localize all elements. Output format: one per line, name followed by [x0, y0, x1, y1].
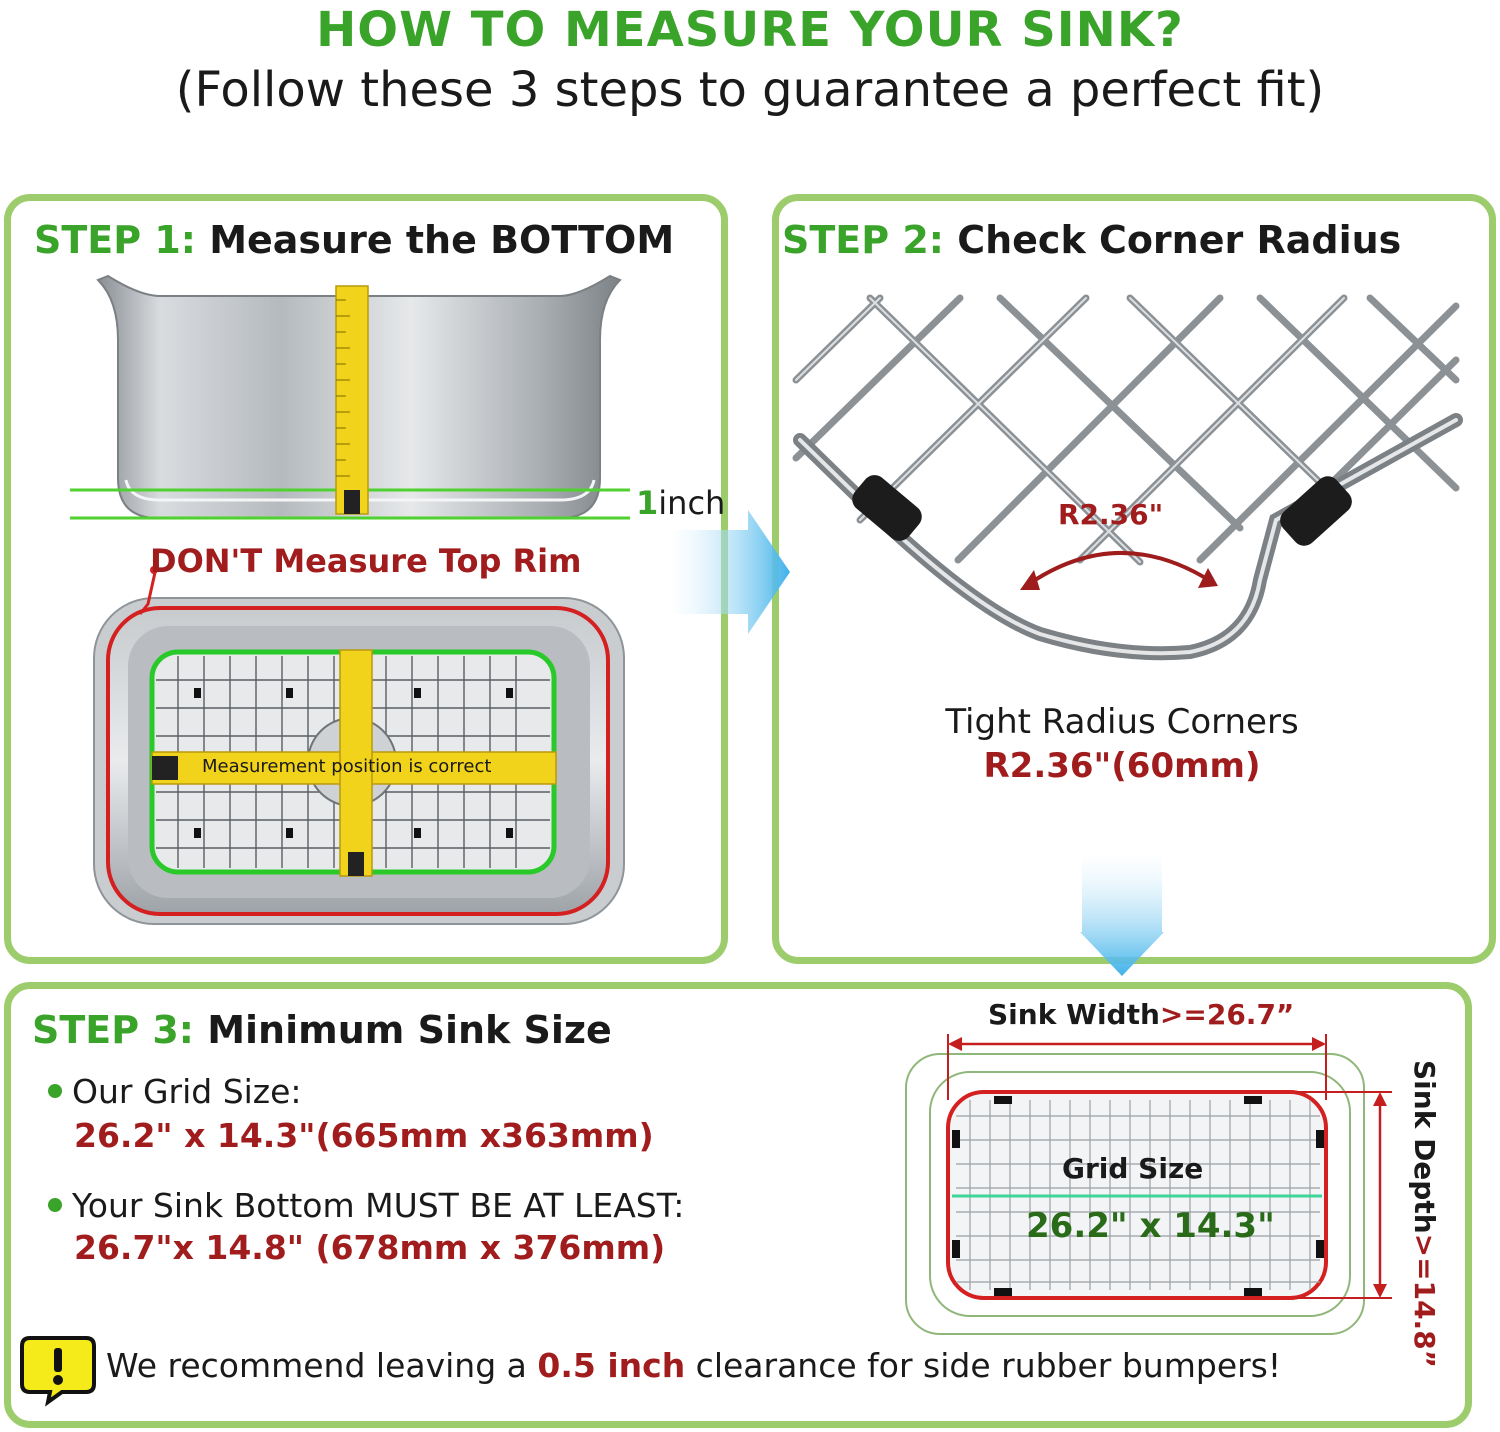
alert-icon	[20, 1336, 96, 1407]
note-text-after: clearance for side rubber bumpers!	[685, 1346, 1282, 1385]
step2-title: Check Corner Radius	[957, 218, 1402, 262]
step1-heading: STEP 1: Measure the BOTTOM	[34, 218, 674, 262]
grid-size-bullet: Our Grid Size:	[48, 1072, 302, 1111]
one-inch-label: 1inch	[636, 484, 725, 522]
sink-width-value: >=26.7”	[1159, 998, 1295, 1031]
bumper-clearance-note: We recommend leaving a 0.5 inch clearanc…	[106, 1346, 1281, 1385]
step2-label: STEP 2:	[782, 218, 944, 262]
grid-size-bullet-value: 26.2" x 14.3"(665mm x363mm)	[74, 1116, 654, 1155]
tape-measure-text: Measurement position is correct	[202, 756, 492, 777]
bullet-dot-icon	[48, 1197, 62, 1212]
tight-radius-caption: Tight Radius Corners	[945, 702, 1299, 742]
min-sink-bullet-value: 26.7"x 14.8" (678mm x 376mm)	[74, 1228, 666, 1267]
sink-width-text: Sink Width	[988, 998, 1160, 1031]
step1-title: Measure the BOTTOM	[209, 218, 675, 262]
step3-label: STEP 3:	[32, 1008, 194, 1052]
one-inch-number: 1	[636, 484, 659, 522]
step2-heading: STEP 2: Check Corner Radius	[782, 218, 1401, 262]
min-sink-bullet-label: Your Sink Bottom MUST BE AT LEAST:	[72, 1186, 685, 1225]
bullet-dot-icon	[48, 1083, 62, 1098]
page-subtitle: (Follow these 3 steps to guarantee a per…	[175, 62, 1325, 118]
sink-depth-text: Sink Depth	[1408, 1060, 1441, 1234]
note-highlight: 0.5 inch	[537, 1346, 686, 1385]
dont-measure-rim-warning: DON'T Measure Top Rim	[150, 542, 582, 580]
step1-label: STEP 1:	[34, 218, 196, 262]
step3-heading: STEP 3: Minimum Sink Size	[32, 1008, 612, 1052]
sink-depth-value: >=14.8”	[1408, 1233, 1441, 1369]
min-sink-bullet: Your Sink Bottom MUST BE AT LEAST:	[48, 1186, 684, 1225]
grid-size-value: 26.2" x 14.3"	[1026, 1206, 1275, 1246]
grid-size-bullet-label: Our Grid Size:	[72, 1072, 302, 1111]
grid-size-label: Grid Size	[1062, 1152, 1204, 1185]
sink-width-label: Sink Width>=26.7”	[988, 998, 1294, 1031]
page-title: HOW TO MEASURE YOUR SINK?	[316, 2, 1184, 58]
sink-depth-label: Sink Depth>=14.8”	[1408, 1060, 1441, 1368]
step3-title: Minimum Sink Size	[207, 1008, 612, 1052]
tight-radius-value: R2.36"(60mm)	[983, 746, 1261, 786]
radius-callout: R2.36"	[1058, 498, 1164, 531]
note-text-before: We recommend leaving a	[106, 1346, 538, 1385]
one-inch-unit: inch	[658, 484, 726, 522]
